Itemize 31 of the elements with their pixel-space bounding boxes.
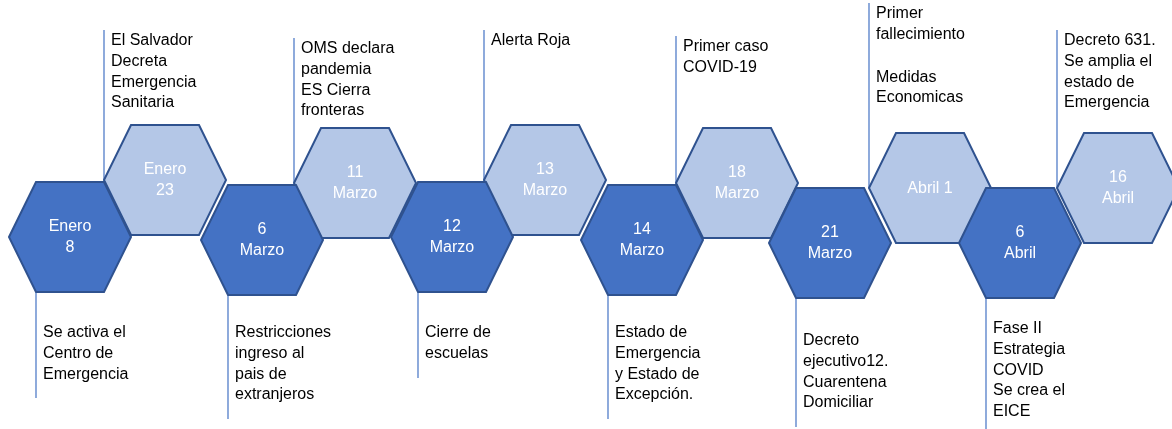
event-text: Primer caso COVID-19 (683, 36, 770, 77)
event-text: Se activa el Centro de Emergencia (43, 322, 130, 384)
event-text: OMS declara pandemia ES Cierra fronteras (301, 38, 395, 121)
date-label: 6 Marzo (238, 219, 286, 260)
event-text: Primer fallecimiento (876, 3, 966, 44)
date-label: Enero 23 (142, 159, 188, 200)
event-text: Decreto ejecutivo12. Cuarentena Domiciliar (803, 330, 890, 413)
event-text: Cierre de escuelas (425, 322, 492, 363)
date-label: 11 Marzo (331, 162, 379, 203)
date-label: 6 Abril (1003, 222, 1037, 263)
event-text: Medidas Economicas (876, 66, 965, 108)
date-label: 16 Abril (1101, 167, 1135, 208)
event-text: Alerta Roja (491, 30, 572, 50)
leader-line (227, 295, 229, 420)
date-label: 18 Marzo (713, 162, 761, 203)
leader-line (607, 295, 609, 420)
date-label: Enero 8 (47, 216, 93, 257)
event-text: El Salvador Decreta Emergencia Sanitaria (111, 30, 198, 113)
event-text: Decreto 631. Se amplia el estado de Emergencia (1064, 30, 1157, 113)
date-label: 21 Marzo (806, 222, 854, 263)
leader-line (985, 298, 987, 429)
event-text: Restricciones ingreso al pais de extranjeros (235, 322, 333, 405)
event-text: Fase II Estrategia COVID Se crea el EICE (993, 318, 1066, 422)
date-label: 13 Marzo (521, 159, 569, 200)
date-label: Abril 1 (906, 177, 954, 198)
leader-line (35, 292, 37, 399)
event-text: Estado de Emergencia y Estado de Excepción. (615, 322, 702, 405)
date-label: 14 Marzo (618, 219, 666, 260)
leader-line (795, 298, 797, 428)
date-label: 12 Marzo (428, 216, 476, 257)
leader-line (417, 292, 419, 379)
